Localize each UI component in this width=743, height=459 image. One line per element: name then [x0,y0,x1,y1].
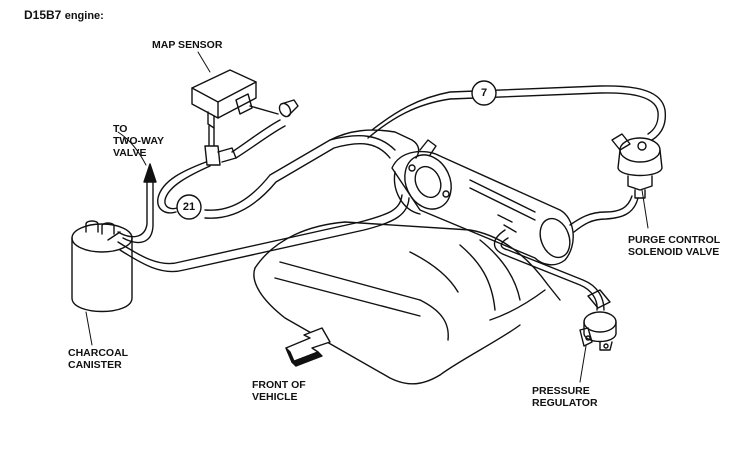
intake-manifold [253,221,561,385]
hose-21 [204,135,396,219]
pressure-regulator-label-line-2: REGULATOR [532,397,598,409]
two-way-valve-label-line-1: TO [113,123,128,135]
two-way-valve-label-line-3: VALVE [113,147,147,159]
diagram-title: D15B7 engine: [24,9,104,22]
charcoal-canister-label: CHARCOAL CANISTER [68,347,128,371]
throttle-body [391,139,574,266]
charcoal-canister-label-line-2: CANISTER [68,359,122,371]
charcoal-canister [71,220,133,313]
front-of-vehicle-arrow [285,327,331,367]
front-of-vehicle-label-line-1: FRONT OF [252,379,306,391]
front-of-vehicle-label: FRONT OF VEHICLE [252,379,306,403]
canister-purge-hose [117,129,420,273]
charcoal-canister-label-line-1: CHARCOAL [68,347,129,359]
two-way-valve-hose [117,179,154,244]
purge-control-label: PURGE CONTROL SOLENOID VALVE [628,234,720,258]
pressure-regulator-hose [493,229,605,311]
hose-7 [367,85,667,141]
callout-circles [176,80,497,220]
engine-suffix: engine: [64,10,104,22]
pressure-regulator-label-line-1: PRESSURE [532,385,590,397]
engine-model: D15B7 [24,8,62,22]
pressure-regulator-label: PRESSURE REGULATOR [532,385,598,409]
map-sensor-hoses [157,119,286,214]
front-of-vehicle-label-line-2: VEHICLE [252,391,298,403]
callout-hose-21: 21 [182,201,196,213]
solenoid-manifold-hose [569,195,639,233]
leader-lines [85,51,649,383]
purge-control-solenoid [611,133,663,199]
two-way-valve-label-line-2: TWO-WAY [113,135,164,147]
two-way-valve-label: TO TWO-WAY VALVE [113,123,164,159]
map-sensor-label: MAP SENSOR [152,39,223,51]
callout-hose-7: 7 [480,87,488,99]
map-sensor [191,69,299,129]
purge-control-label-line-1: PURGE CONTROL [628,234,721,246]
two-way-valve-arrow [143,163,157,183]
pressure-regulator [579,289,617,351]
purge-control-label-line-2: SOLENOID VALVE [628,246,720,258]
